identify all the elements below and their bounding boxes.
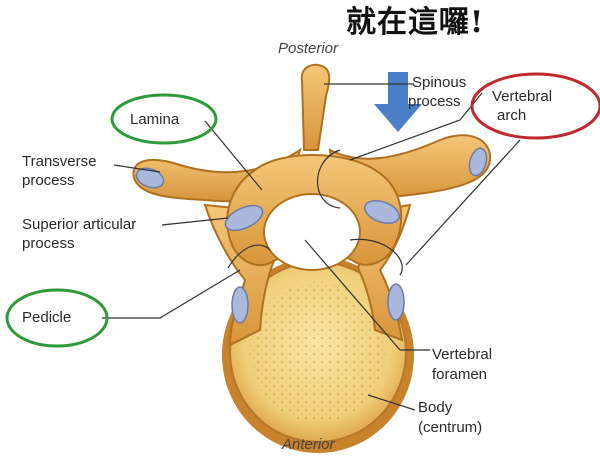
label-spinous-line1: Spinous bbox=[412, 74, 466, 92]
label-pedicle: Pedicle bbox=[22, 309, 71, 327]
label-superior-line2: process bbox=[22, 235, 75, 253]
label-body-line2: (centrum) bbox=[418, 419, 482, 437]
label-body-line1: Body bbox=[418, 399, 452, 417]
vertebral-arch-highlight bbox=[472, 74, 600, 138]
annotation-text: 就在這囉! bbox=[346, 14, 484, 32]
label-transverse-line2: process bbox=[22, 172, 75, 190]
anterior-label: Anterior bbox=[282, 436, 335, 454]
label-superior-line1: Superior articular bbox=[22, 216, 136, 234]
label-transverse-line1: Transverse bbox=[22, 153, 96, 171]
label-arch-line1: Vertebral bbox=[492, 88, 552, 106]
label-foramen-line1: Vertebral bbox=[432, 346, 492, 364]
label-lamina: Lamina bbox=[130, 111, 179, 129]
label-foramen-line2: foramen bbox=[432, 366, 487, 384]
vertebral-foramen bbox=[264, 194, 360, 270]
posterior-label: Posterior bbox=[278, 40, 338, 58]
label-spinous-line2: process bbox=[408, 93, 461, 111]
label-arch-line2: arch bbox=[497, 107, 526, 125]
